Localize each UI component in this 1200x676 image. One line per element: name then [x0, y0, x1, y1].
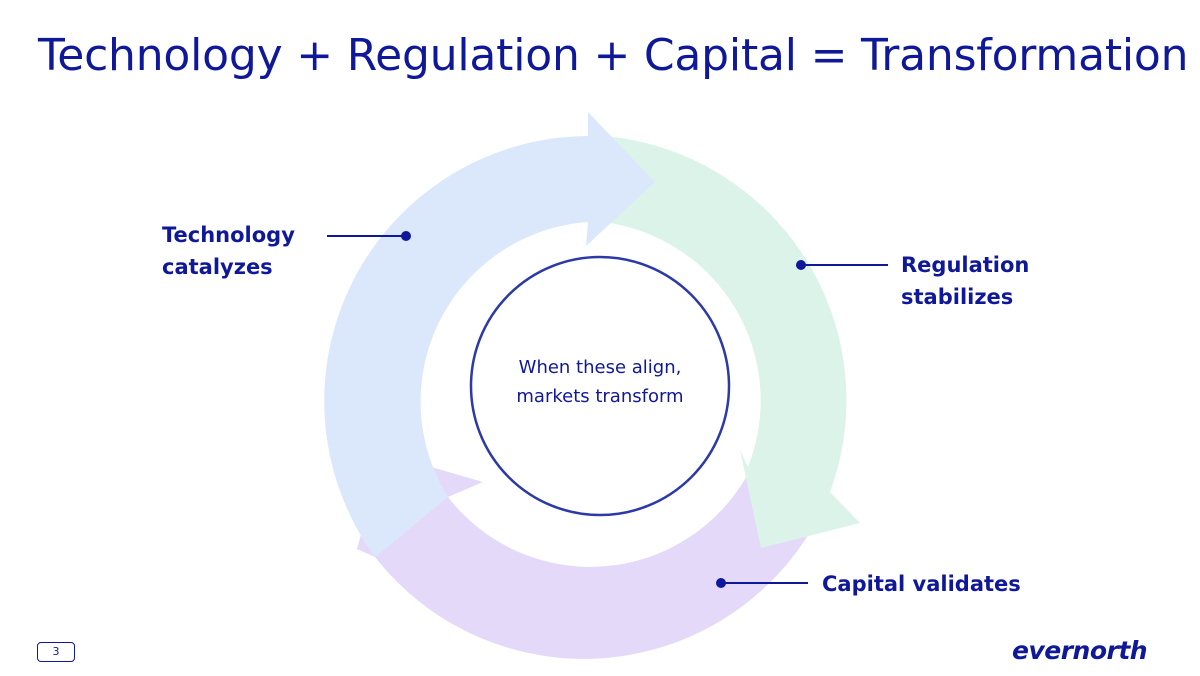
center-text-line2: markets transform — [516, 386, 684, 407]
technology-arrow — [324, 112, 655, 557]
label-technology: Technology catalyzes — [162, 219, 352, 283]
center-text-line1: When these align, — [518, 357, 682, 378]
capital-arrow — [357, 453, 830, 659]
label-regulation-line2: stabilizes — [901, 285, 1014, 309]
page-number-badge: 3 — [37, 642, 75, 662]
connector-technology — [327, 231, 411, 241]
regulation-arrow — [603, 136, 860, 548]
connector-regulation — [796, 260, 888, 270]
label-regulation: Regulation stabilizes — [901, 249, 1091, 313]
label-regulation-line1: Regulation — [901, 253, 1030, 277]
label-technology-line1: Technology — [162, 223, 295, 247]
slide-title: Technology + Regulation + Capital = Tran… — [38, 30, 1189, 81]
evernorth-logo: evernorth — [1012, 636, 1148, 665]
connector-capital — [716, 578, 808, 588]
label-technology-line2: catalyzes — [162, 255, 273, 279]
center-text: When these align, markets transform — [471, 353, 729, 411]
label-capital: Capital validates — [822, 568, 1021, 600]
label-capital-line1: Capital validates — [822, 572, 1021, 596]
center-circle — [469, 255, 731, 517]
